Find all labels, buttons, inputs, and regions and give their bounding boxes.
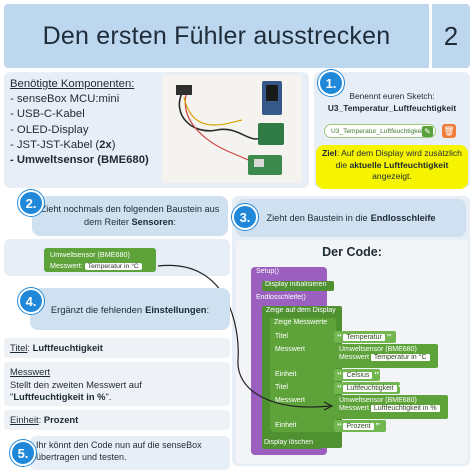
components-heading: Benötigte Komponenten: [10,78,135,90]
title-1-string[interactable]: ❛❛ Temperatur ❜❜ [334,331,396,343]
page-title: Den ersten Fühler ausstrecken [4,4,429,68]
step-2-text: Zieht nochmals den folgenden Baustein au… [32,196,228,236]
pencil-icon[interactable]: ✎ [422,126,433,137]
sensor-2-block[interactable]: Umweltsensor (BME680) Messwert Luftfeuch… [336,395,448,419]
code-title: Der Code: [322,245,382,259]
loop-block[interactable]: Endlosschleife() [254,294,326,304]
step-1-text: Benennt euren Sketch: U3_Temperatur_Luft… [327,91,457,113]
component-item: - Umweltsensor (BME680) [10,154,149,167]
title-1-label: Titel [272,331,334,343]
step-2-badge: 2. [18,190,44,216]
title-2-string[interactable]: ❛❛ Luftfeuchtigkeit ❜❜ [334,382,400,394]
einheit-2-string[interactable]: ❛❛ Prozent ❜❜ [334,420,386,432]
title-2-label: Titel [272,382,334,394]
title-setting: Titel: Luftfeuchtigkeit [4,338,230,358]
hardware-photo [162,75,302,183]
setup-block[interactable]: Setup() [254,268,324,278]
step-5-panel [30,436,230,470]
sketch-name-input[interactable]: U3_Temperatur_Luftfeuchtigkeit [324,124,436,138]
messwert-setting: Messwert Stellt den zweiten Messwert auf… [4,362,230,406]
einheit-2-label: Einheit [272,420,334,432]
step-1-badge: 1. [318,70,344,96]
components-list: Benötigte Komponenten: - senseBox MCU:mi… [10,77,149,168]
show-display-block[interactable]: Zeige auf dem Display [264,307,342,317]
components-panel: Benötigte Komponenten: - senseBox MCU:mi… [4,72,309,188]
step-5-section: Ihr könnt den Code nun auf die senseBox … [4,436,230,470]
display-clear-block[interactable]: Display löschen [262,439,322,449]
page-number: 2 [432,4,470,68]
step-5-text: Ihr könnt den Code nun auf die senseBox … [36,440,202,462]
header: Den ersten Fühler ausstrecken 2 [4,4,470,68]
component-item: - JST-JST-Kabel (2x) [10,138,116,151]
display-init-block[interactable]: Display initialisieren [262,281,334,291]
component-item: - OLED-Display [10,123,89,136]
component-item: - USB-C-Kabel [10,108,85,121]
sensor-1-block[interactable]: Umweltsensor (BME680) Messwert Temperatu… [336,344,438,368]
component-item: - senseBox MCU:mini [10,93,120,106]
einheit-1-string[interactable]: ❛❛ Celsius ❜❜ [334,369,380,381]
step-5-badge: 5. [10,440,36,466]
sensor-block[interactable]: Umweltsensor (BME680) Messwert:Temperatu… [44,248,156,272]
trash-icon[interactable]: 🗑 [442,124,456,138]
messwert-1-label: Messwert [272,344,334,356]
einheit-1-label: Einheit [272,369,334,381]
step-4-badge: 4. [18,288,44,314]
show-values-block[interactable]: Zeige Messwerte [272,319,336,329]
einheit-setting: Einheit: Prozent [4,410,230,430]
messwert-2-label: Messwert [272,395,334,407]
goal-box: Ziel: Auf dem Display wird zusätzlich di… [316,145,468,189]
step-3-badge: 3. [232,204,258,230]
